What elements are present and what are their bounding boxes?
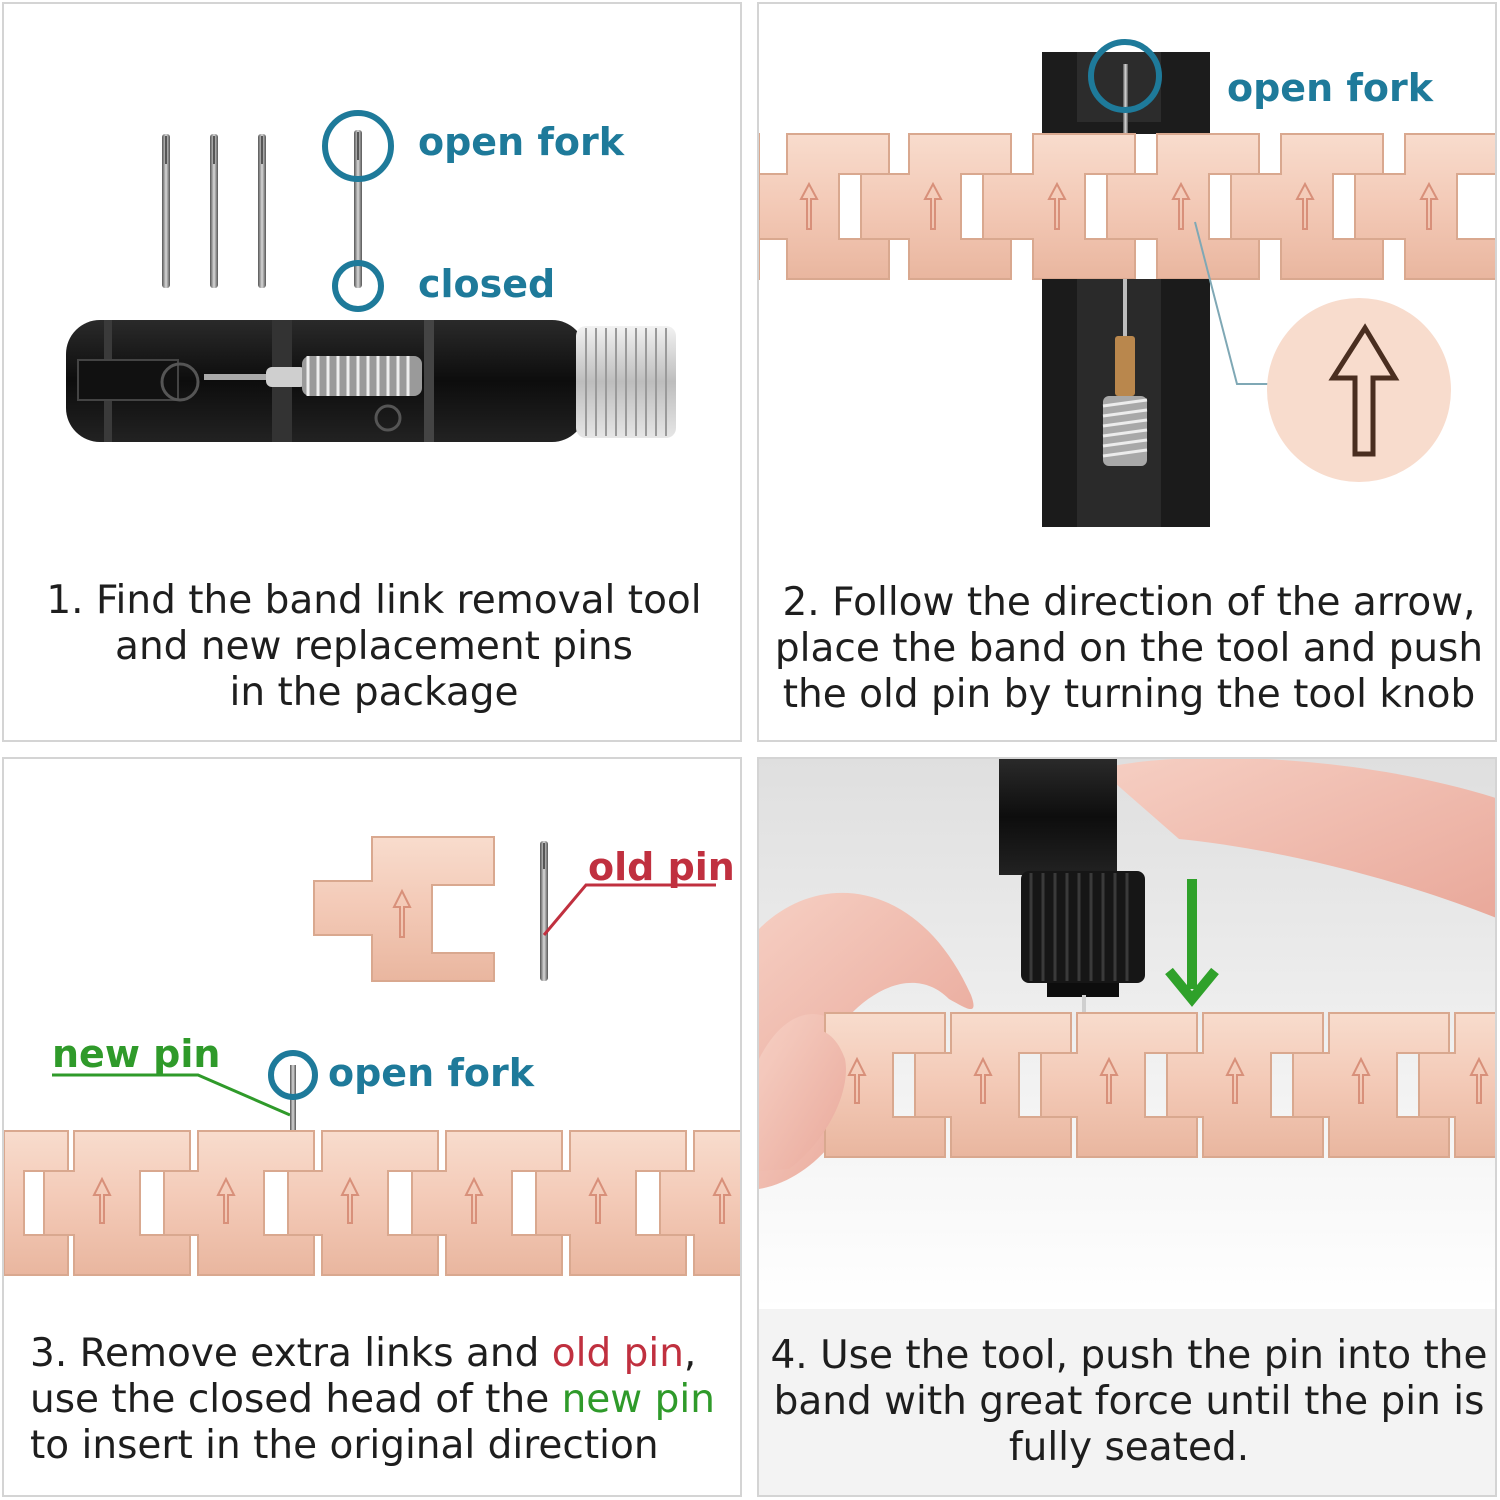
caption-line: band with great force until the pin is [773, 1379, 1485, 1424]
callout-line [1194, 221, 1271, 385]
open-fork-label: open fork [418, 120, 625, 164]
caption-text: 3. Remove extra links and [30, 1331, 552, 1376]
watch-band [4, 1130, 740, 1276]
step-3-caption: 3. Remove extra links and old pin, use t… [4, 1331, 740, 1469]
remove-link-illustration [4, 836, 740, 1276]
open-fork-label: open fork [328, 1051, 535, 1095]
step-1-panel: open fork closed 1. Find the band link r… [2, 2, 742, 742]
caption-text: use the closed head of the [30, 1377, 562, 1422]
step-2-caption: 2. Follow the direction of the arrow, pl… [759, 580, 1495, 718]
caption-line: 4. Use the tool, push the pin into the [770, 1333, 1488, 1378]
step-4-panel: 4. Use the tool, push the pin into the b… [757, 757, 1497, 1497]
replacement-pin [354, 130, 362, 288]
caption-line: fully seated. [1008, 1425, 1250, 1470]
insert-pin-illustration [759, 759, 1495, 1309]
caption-line: 3. Remove extra links and old pin, [30, 1331, 740, 1377]
step-2-panel: open fork 2. Follow the direction of the… [757, 2, 1497, 742]
old-pin-callout-line [542, 883, 716, 936]
caption-line: 2. Follow the direction of the arrow, [782, 580, 1476, 625]
band-on-tool-illustration [759, 39, 1495, 527]
step-1-caption: 1. Find the band link removal tool and n… [4, 578, 740, 716]
caption-line: the old pin by turning the tool knob [782, 672, 1476, 717]
tool-bottom-jaw [1042, 279, 1210, 527]
tool-spring [306, 356, 410, 396]
caption-new-pin-highlight: new pin [561, 1377, 715, 1422]
thumb [759, 1029, 846, 1171]
replacement-pin [210, 134, 218, 288]
replacement-pin [162, 134, 170, 288]
open-fork-highlight-circle [1088, 39, 1162, 113]
caption-line: to insert in the original direction [30, 1423, 659, 1468]
push-down-arrow-icon [1165, 879, 1219, 1007]
caption-line: place the band on the tool and push [774, 626, 1484, 671]
up-arrow-icon [1328, 323, 1400, 457]
arrow-detail-callout [1267, 298, 1451, 482]
caption-line: in the package [229, 670, 519, 715]
step-4-caption: 4. Use the tool, push the pin into the b… [759, 1333, 1495, 1471]
caption-line: use the closed head of the new pin [30, 1377, 740, 1423]
new-pin-callout-line [52, 1073, 291, 1117]
open-fork-highlight-circle [268, 1050, 318, 1100]
tool-press-head [999, 759, 1145, 1059]
watch-band [759, 133, 1495, 280]
link-removal-tool [66, 320, 676, 442]
caption-line: and new replacement pins [115, 624, 633, 669]
caption-text: , [683, 1331, 697, 1376]
removed-link [313, 836, 495, 982]
tool-and-pins-illustration [66, 110, 676, 442]
old-pin-label: old pin [588, 845, 735, 889]
caption-old-pin-highlight: old pin [551, 1331, 684, 1376]
closed-label: closed [418, 262, 556, 306]
tool-push-pin [1123, 64, 1128, 136]
step-3-panel: old pin new pin open fork 3. Remove extr… [2, 757, 742, 1497]
old-pin [540, 841, 548, 981]
new-pin-label: new pin [52, 1032, 221, 1076]
closed-end-highlight-circle [332, 260, 384, 312]
open-fork-highlight-circle [322, 110, 394, 182]
open-fork-label: open fork [1227, 66, 1434, 110]
replacement-pin [258, 134, 266, 288]
caption-line: 1. Find the band link removal tool [46, 578, 702, 623]
